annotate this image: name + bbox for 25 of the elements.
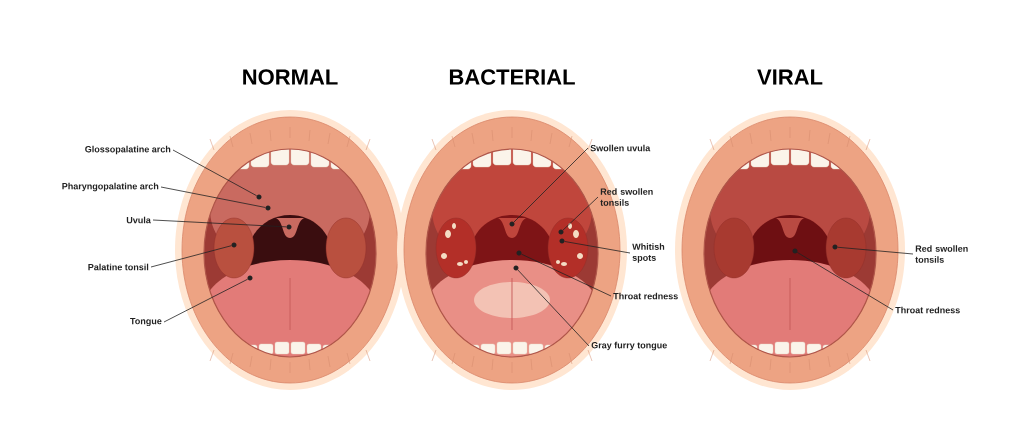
heading: NORMAL [243,69,338,85]
part-label: Pharyngopalatine arch [62,182,159,192]
leader-line [564,241,631,254]
leader-line [837,246,914,255]
leader-line [163,278,248,323]
part-label: Throat redness [895,306,960,314]
part-label: Swollen uvula [590,144,651,152]
part-label: Uvula [126,216,151,224]
part-label: Palatine tonsil [88,263,149,271]
part-label: Red swollen tonsils [915,245,968,263]
leader-line [521,253,612,297]
part-label: Red swollen tonsils [600,188,653,206]
part-label: Glossopalatine arch [85,145,171,155]
leader-line [513,147,589,223]
leader-line [796,252,894,311]
part-label: Whitish spots [632,243,665,263]
heading: VIRAL [757,69,823,85]
part-label: Gray furry tongue [591,341,667,351]
leader-line [160,186,266,208]
leader-line [517,269,590,347]
part-label: Tongue [130,317,162,327]
part-label: Throat redness [613,292,678,300]
leader-line [150,245,232,268]
leader-line [172,149,258,197]
heading: BACTERIAL [449,69,575,85]
